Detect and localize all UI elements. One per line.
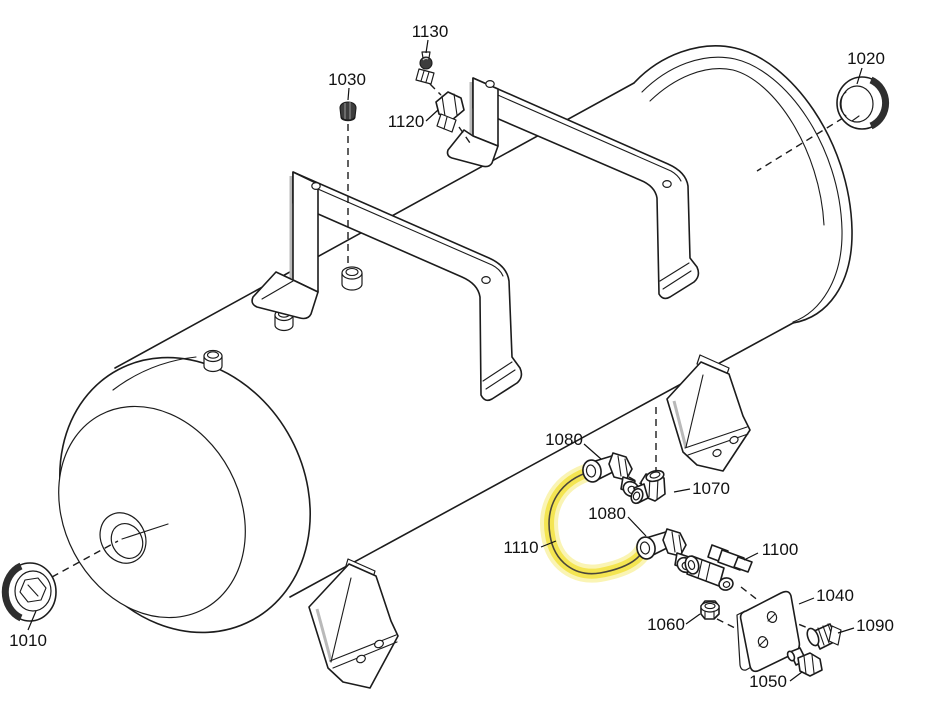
elbow-1070 [630,469,666,505]
tank-right-head [633,45,853,324]
handle-left [251,171,523,402]
part-label-1050: 1050 [749,672,787,691]
callout-1030-1: 1030 [328,70,366,101]
cap-1020 [836,76,890,130]
callout-1040-10: 1040 [798,586,854,605]
leader-line-1040 [798,597,815,605]
coupling-1120 [435,91,465,133]
part-label-1120: 1120 [388,112,425,131]
part-label-1100: 1100 [762,540,799,559]
part-label-1060: 1060 [647,615,685,634]
leader-line-1120 [425,109,439,122]
handle-bolt-hole [311,182,321,191]
leg-bolt-hole [356,654,366,664]
leader-line-1090 [837,627,855,634]
handle-bolt-hole [662,180,672,189]
part-label-1130: 1130 [412,22,449,41]
handle-right [446,77,700,300]
leader-line-1130 [425,39,429,54]
callout-1020-3: 1020 [847,49,885,85]
callout-1060-11: 1060 [647,613,701,634]
leader-line-1060 [685,613,701,625]
hose-1110-highlight [540,462,653,583]
leader-line-1110 [540,540,557,548]
part-label-1080: 1080 [588,504,626,523]
port-boss-rear [203,349,223,373]
callout-1110-8: 1110 [503,538,557,557]
handle-bolt-hole [481,276,491,285]
plug-1030 [339,101,357,122]
tank-left-head [58,356,311,634]
callout-1010-4: 1010 [9,610,47,650]
callout-1070-6: 1070 [673,479,730,498]
part-label-1070: 1070 [692,479,730,498]
leg-bolt-hole [712,448,722,458]
part-label-1080: 1080 [545,430,583,449]
part-label-1020: 1020 [847,49,885,68]
leg-bolt-hole [374,639,384,649]
callout-1100-9: 1100 [743,540,799,561]
tank-front-port [99,512,169,564]
callout-1090-12: 1090 [837,616,894,635]
port-boss-1030 [341,266,363,291]
fitting-1130 [415,51,435,85]
callout-1080-7: 1080 [588,504,647,537]
leader-line-1080 [583,443,602,460]
bolt-1050 [786,647,823,677]
plug-1090 [806,623,842,650]
leg-bolt-hole [729,435,739,445]
part-label-1110: 1110 [503,538,538,557]
nut-1060 [700,600,720,620]
part-label-1030: 1030 [328,70,366,89]
hose-1110 [548,470,645,575]
callout-layer: 1130 1030 1120 1020 1010 1080 1070 1080 1110 1100… [9,22,894,691]
part-label-1010: 1010 [9,631,47,650]
leader-line-1020 [856,67,863,85]
callout-1120-2: 1120 [388,109,439,131]
leader-line-1050 [789,671,803,682]
callout-1050-13: 1050 [749,671,803,691]
valve-1100 [684,544,753,591]
callout-1080-5: 1080 [545,430,602,460]
leader-line-1070 [673,488,691,493]
part-label-1090: 1090 [856,616,894,635]
handle-bolt-hole [485,79,495,88]
leg-bracket-front [308,558,399,689]
plate-1040 [736,590,801,673]
leader-line-1010 [27,610,37,631]
leader-line-1030 [347,87,350,101]
drain-plug-1010 [1,562,57,622]
leader-line-1080 [627,516,647,537]
callout-1130-0: 1130 [412,22,449,54]
leader-line-1100 [743,552,759,561]
leg-bracket-rear [666,354,751,472]
part-label-1040: 1040 [816,586,854,605]
